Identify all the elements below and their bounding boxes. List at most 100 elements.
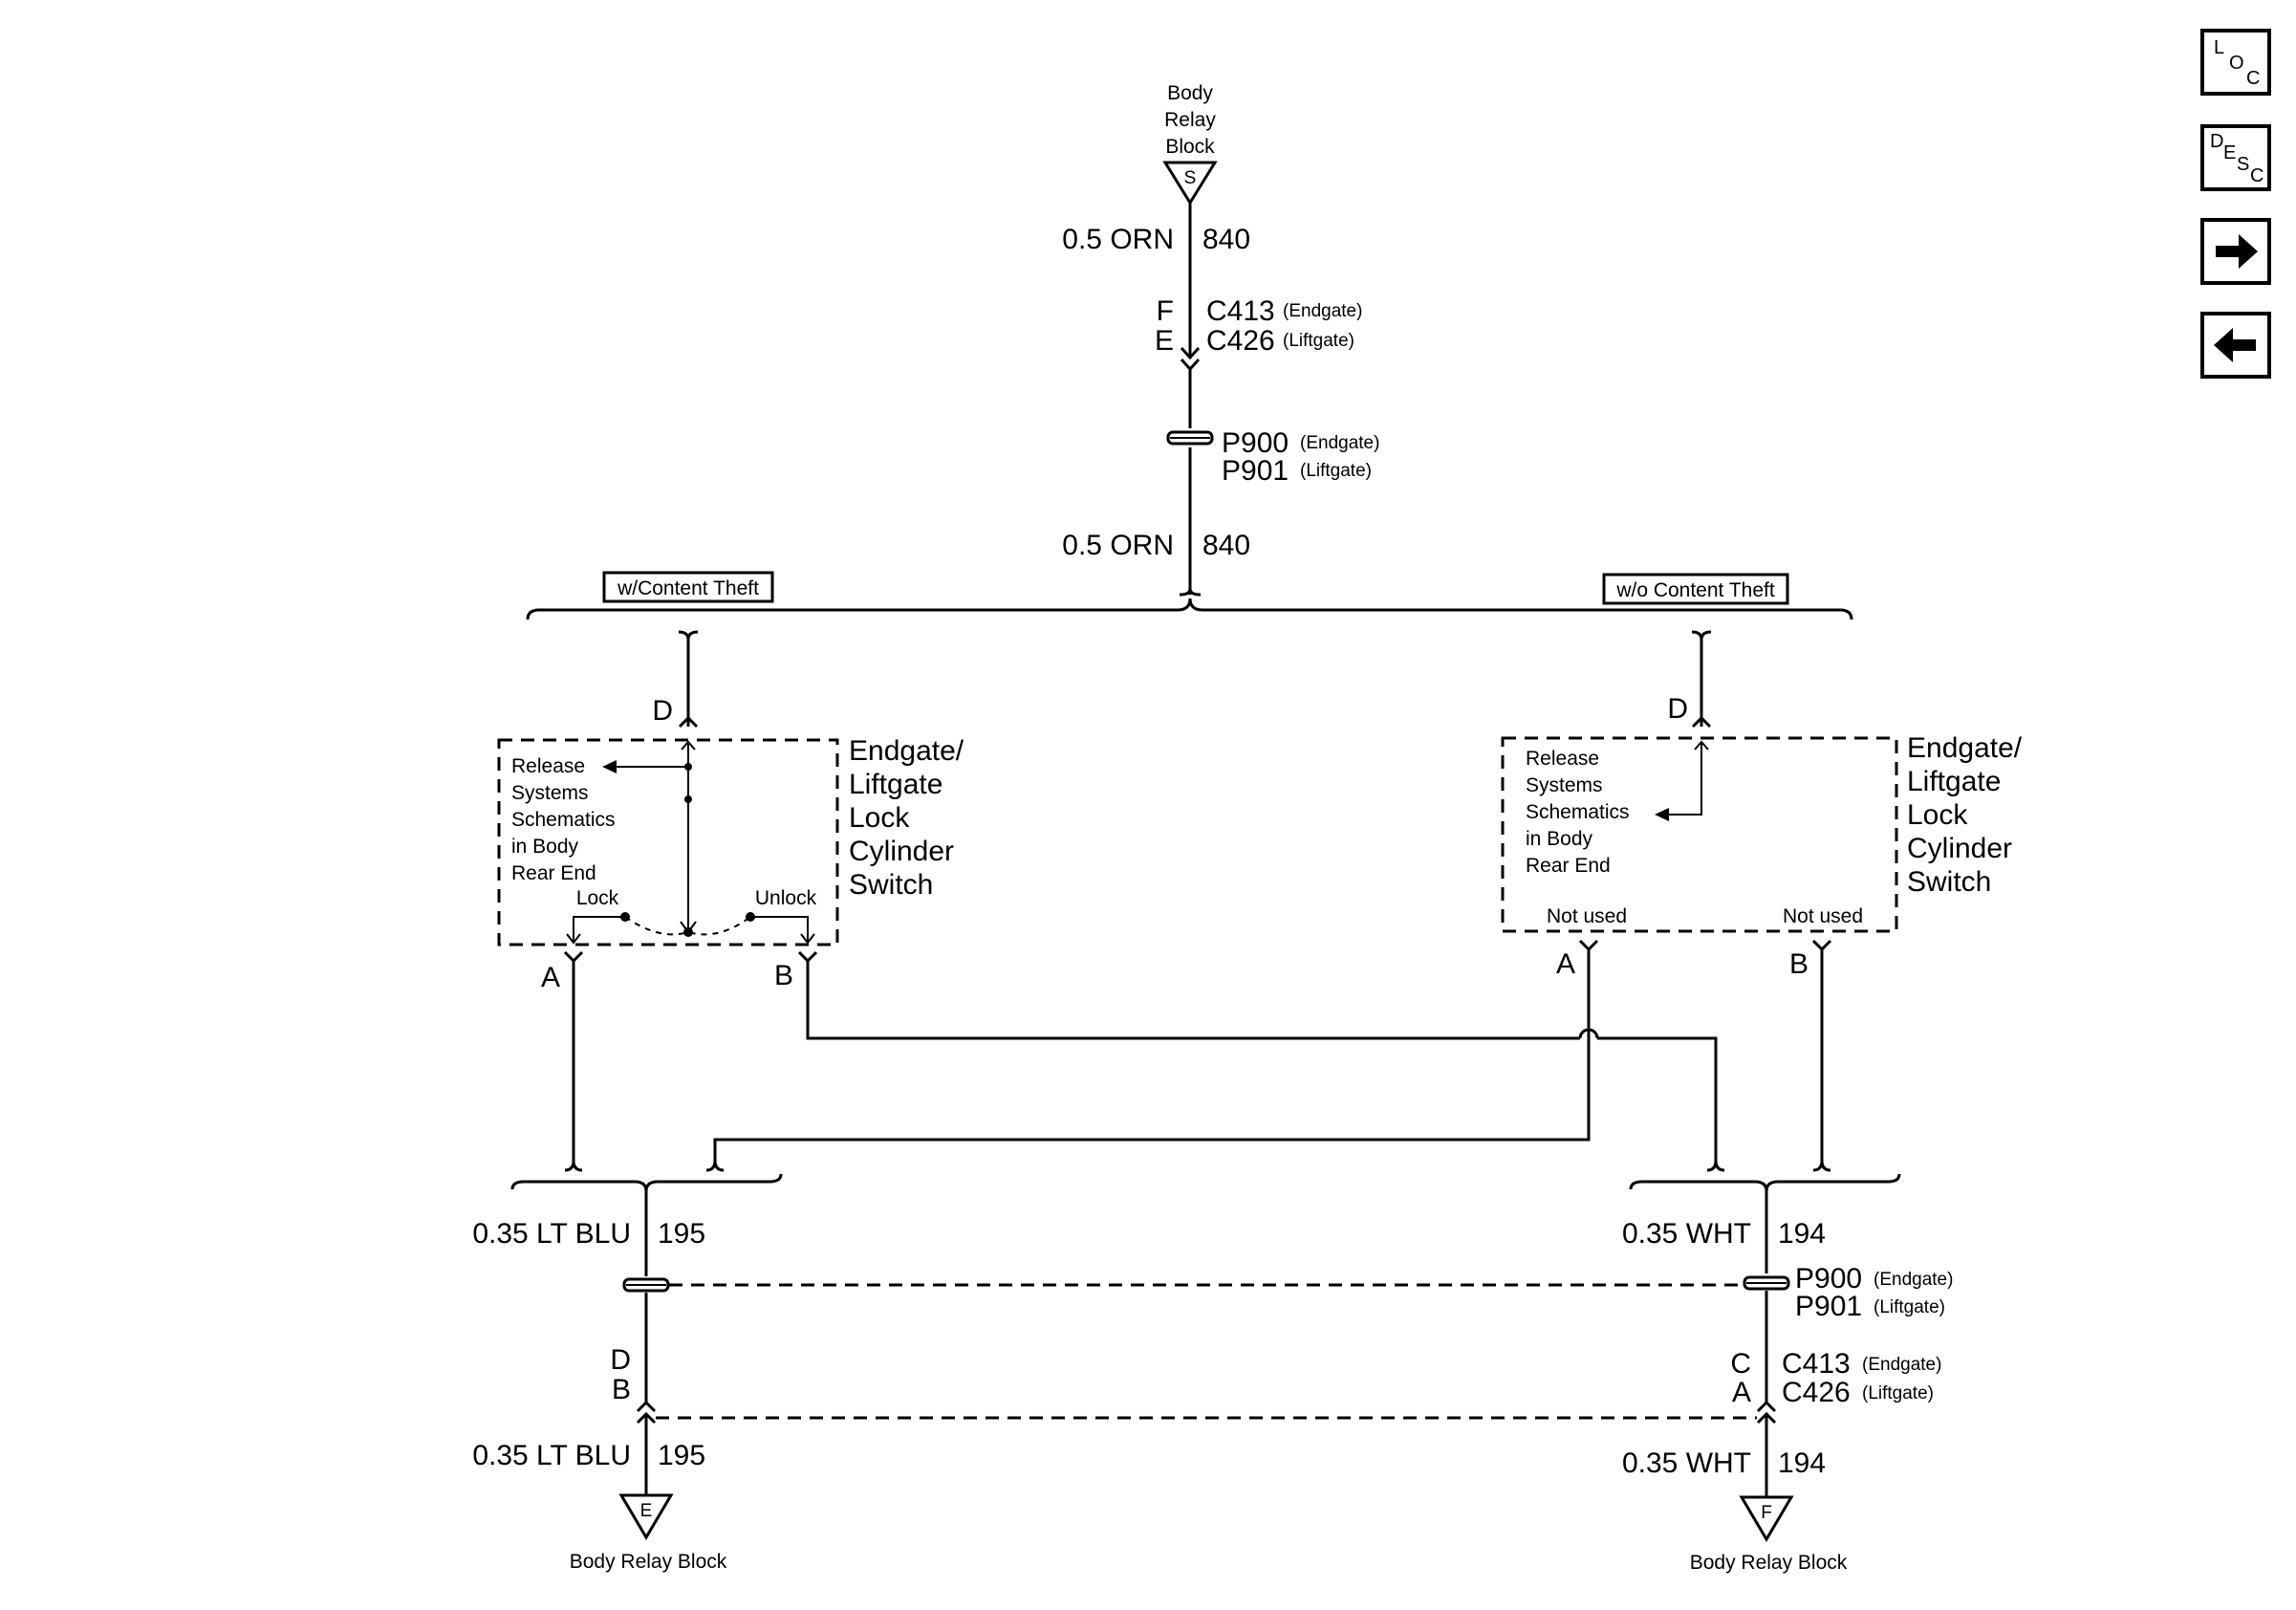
top-splice-id-2: P901	[1222, 455, 1289, 487]
top-connector-id-1: C413	[1206, 295, 1275, 327]
top-source-name-3: Block	[1165, 136, 1215, 158]
wire-840-lower-gauge: 0.5 ORN	[1062, 530, 1174, 561]
wire-840-upper-gauge: 0.5 ORN	[1062, 224, 1174, 255]
right-switch-pin-d: D	[1667, 693, 1688, 725]
right-switch-name-2: Liftgate	[1907, 766, 2001, 797]
right-output-connector-id-2: C426	[1782, 1377, 1851, 1408]
left-switch-name-1: Endgate/	[849, 735, 964, 767]
left-switch-pin-b: B	[774, 960, 793, 991]
right-output-terminal: F	[1761, 1503, 1772, 1523]
right-output-upper-circuit: 194	[1778, 1218, 1826, 1250]
left-output-lower-gauge: 0.35 LT BLU	[472, 1440, 631, 1471]
loc-button[interactable]: L O C	[2200, 29, 2271, 96]
left-output-pin-1: D	[610, 1344, 631, 1376]
loc-letter-o: O	[2229, 53, 2244, 74]
right-output-connector-variant-2: (Liftgate)	[1862, 1383, 1934, 1403]
right-switch: D Release Systems Schematics in Body Rea…	[1501, 630, 2023, 980]
left-switch-name-3: Lock	[849, 802, 910, 834]
desc-letter-e: E	[2223, 142, 2237, 163]
left-output-splice	[622, 1277, 670, 1293]
wire-840-upper-circuit: 840	[1202, 224, 1250, 255]
right-switch-note-3: Schematics	[1526, 801, 1630, 823]
loc-letter-l: L	[2214, 37, 2225, 58]
right-switch-box	[1501, 736, 1898, 933]
left-output-lower-circuit: 195	[658, 1440, 705, 1471]
right-switch-name-5: Switch	[1907, 866, 1991, 898]
left-switch-unlock: Unlock	[755, 887, 817, 909]
desc-letter-s: S	[2237, 154, 2250, 175]
left-switch-name-4: Cylinder	[849, 836, 954, 867]
right-output: 0.35 WHT 194 P900 (Endgate) P901 (Liftga…	[1622, 1173, 1953, 1574]
left-switch-lock: Lock	[576, 887, 619, 909]
left-switch-note-4: in Body	[511, 836, 579, 858]
wire-840-lower-circuit: 840	[1202, 530, 1250, 561]
right-switch-pin-b: B	[1789, 948, 1809, 980]
right-switch-pin-a: A	[1556, 948, 1575, 980]
right-output-connector-id-1: C413	[1782, 1348, 1851, 1380]
right-output-pin-1: C	[1730, 1348, 1751, 1380]
left-output-terminal-triangle	[618, 1493, 674, 1540]
right-output-lower-gauge: 0.35 WHT	[1622, 1447, 1751, 1479]
top-splice-variant-2: (Liftgate)	[1300, 461, 1372, 481]
wire-840-stub	[1179, 588, 1202, 597]
left-switch: D Release Systems Schematics in Body Rea…	[497, 630, 964, 993]
top-connector-variant-2: (Liftgate)	[1283, 331, 1354, 351]
right-switch-name-4: Cylinder	[1907, 833, 2012, 864]
left-switch-note-1: Release	[511, 755, 585, 777]
option-brace	[526, 598, 1853, 620]
back-button[interactable]	[2200, 312, 2271, 379]
top-source-name-2: Relay	[1164, 109, 1216, 131]
top-source-terminal-triangle	[1162, 161, 1218, 206]
left-output-terminal: E	[640, 1501, 653, 1521]
right-switch-not-used-b: Not used	[1783, 905, 1863, 927]
right-output-terminal-triangle	[1739, 1495, 1794, 1542]
right-switch-note-1: Release	[1526, 748, 1599, 770]
arrow-left-icon	[2214, 328, 2256, 362]
right-switch-note-2: Systems	[1526, 774, 1603, 796]
left-switch-pin-a: A	[541, 962, 560, 993]
left-switch-note-2: Systems	[511, 782, 589, 804]
right-output-upper-gauge: 0.35 WHT	[1622, 1218, 1751, 1250]
desc-letter-d: D	[2210, 131, 2224, 152]
left-output-upper-circuit: 195	[658, 1218, 705, 1250]
top-source: Body Relay Block S	[1162, 82, 1218, 206]
desc-button[interactable]: D E S C	[2200, 124, 2271, 191]
right-output-splice	[1743, 1275, 1790, 1291]
left-switch-pin-d: D	[652, 695, 673, 727]
top-source-terminal: S	[1184, 168, 1197, 188]
left-switch-note-3: Schematics	[511, 809, 616, 831]
top-splice: P900 (Endgate) P901 (Liftgate)	[1166, 427, 1379, 487]
option-right-label: w/o Content Theft	[1615, 579, 1775, 601]
forward-button[interactable]	[2200, 218, 2271, 285]
right-output-lower-circuit: 194	[1778, 1447, 1826, 1479]
cross-wiring	[564, 949, 1831, 1172]
option-right-box	[1602, 573, 1789, 605]
loc-letter-c: C	[2246, 68, 2261, 89]
right-output-pin-2: A	[1732, 1377, 1751, 1408]
right-switch-not-used-a: Not used	[1547, 905, 1627, 927]
right-output-splice-variant-1: (Endgate)	[1874, 1270, 1953, 1290]
left-switch-note-5: Rear End	[511, 862, 596, 884]
arrow-right-icon	[2216, 234, 2258, 269]
right-output-splice-id-1: P900	[1795, 1263, 1862, 1295]
right-switch-name-3: Lock	[1907, 799, 1968, 831]
left-output: 0.35 LT BLU 195 D B 0.35 LT BLU 195 E Bo…	[472, 1173, 783, 1573]
top-connector-id-2: C426	[1206, 325, 1275, 357]
left-output-upper-gauge: 0.35 LT BLU	[472, 1218, 631, 1250]
right-output-splice-id-2: P901	[1795, 1291, 1862, 1322]
option-left-label: w/Content Theft	[617, 577, 759, 599]
option-left-box	[602, 571, 774, 603]
top-splice-variant-1: (Endgate)	[1300, 433, 1379, 453]
left-switch-name-5: Switch	[849, 869, 933, 901]
right-output-splice-variant-2: (Liftgate)	[1874, 1297, 1945, 1317]
top-splice-id-1: P900	[1222, 427, 1289, 459]
right-switch-note-4: in Body	[1526, 828, 1593, 850]
left-switch-name-2: Liftgate	[849, 769, 942, 800]
desc-letter-c: C	[2250, 165, 2264, 186]
right-output-destination: Body Relay Block	[1690, 1552, 1848, 1574]
top-source-name-1: Body	[1167, 82, 1213, 104]
left-switch-box	[497, 738, 839, 946]
right-switch-note-5: Rear End	[1526, 855, 1611, 877]
top-connector: F E C413 (Endgate) C426 (Liftgate)	[1155, 295, 1362, 372]
